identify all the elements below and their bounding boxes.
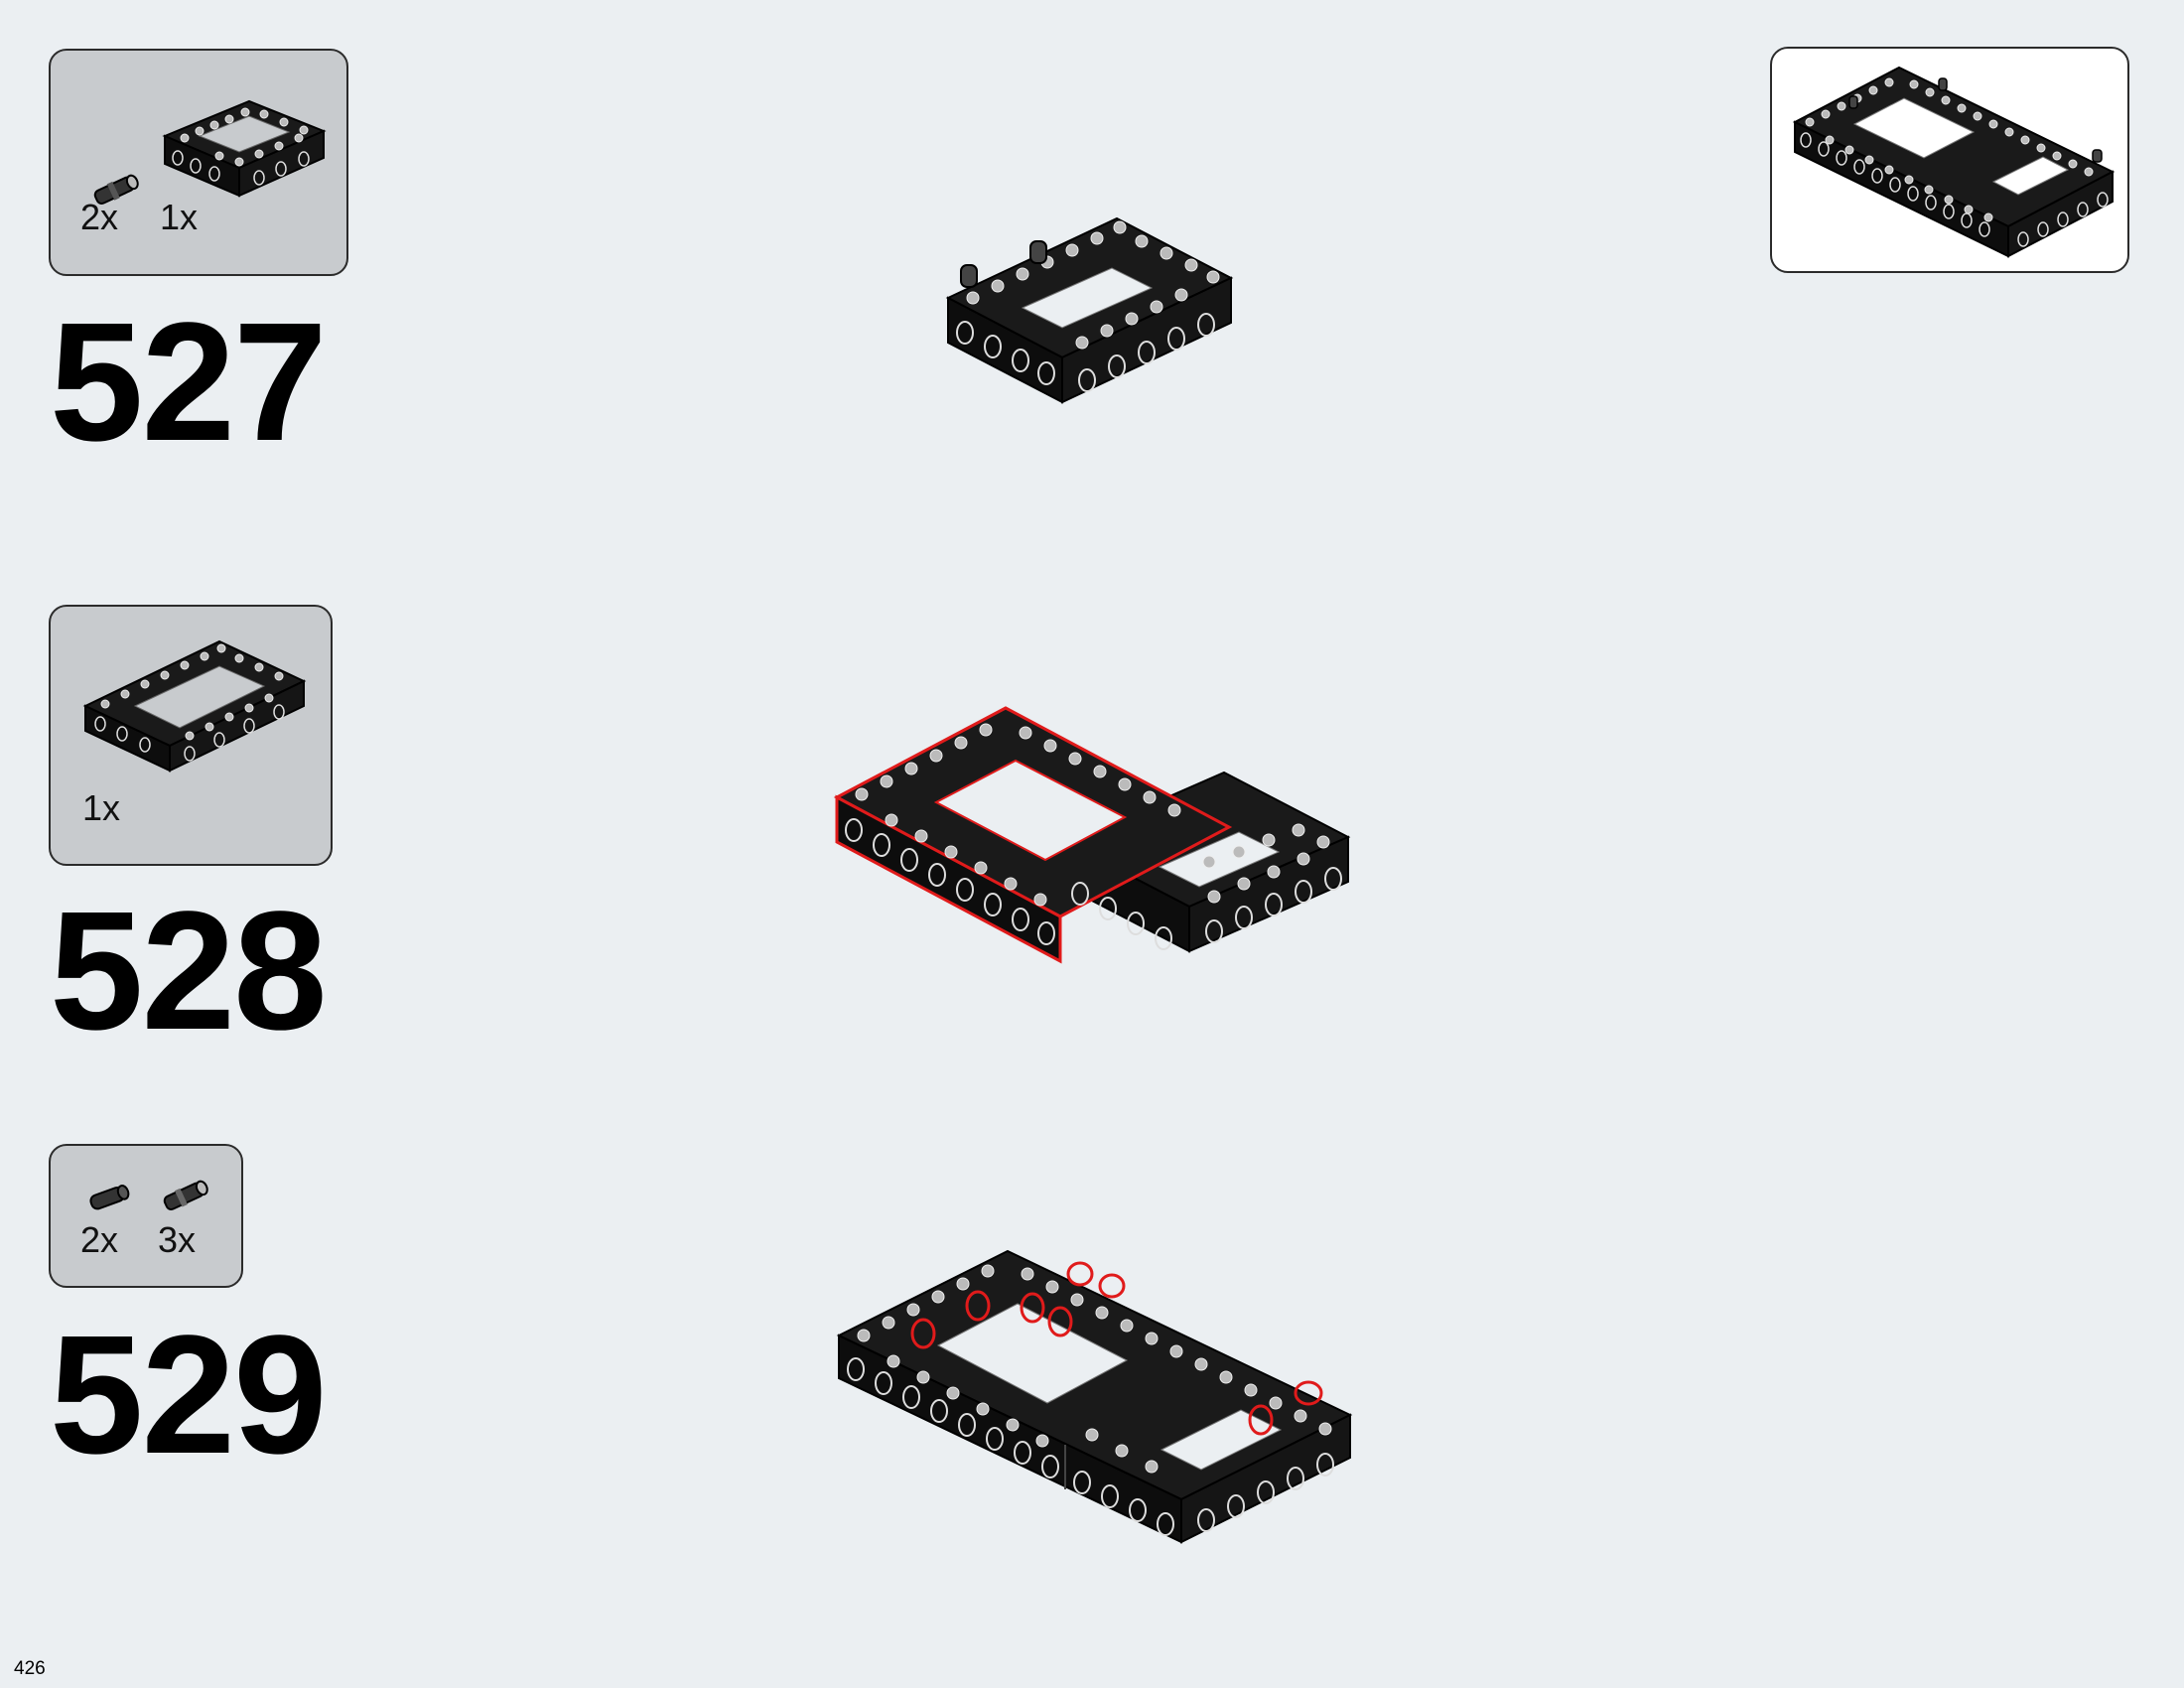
parts-list-528: 1x (49, 605, 333, 866)
technic-frame-large-icon (82, 639, 307, 773)
part-qty: 1x (160, 197, 199, 237)
parts-list-529: 2x 3x (49, 1144, 243, 1288)
step-number: 529 (50, 1301, 328, 1489)
part-qty: 2x (80, 197, 119, 237)
pin-icon (89, 1185, 130, 1210)
parts-list-527: 2x 1x (49, 49, 348, 276)
step-number: 528 (50, 877, 328, 1065)
step-number: 527 (50, 288, 328, 477)
technic-frame-small-icon (162, 99, 327, 198)
axle-pin-icon (163, 1180, 208, 1210)
step-527-assembly (945, 216, 1234, 404)
step-529-assembly (836, 1249, 1353, 1544)
submodel-preview (1770, 47, 2129, 273)
part-qty: 1x (82, 787, 121, 828)
part-qty: 3x (158, 1219, 197, 1260)
part-qty: 2x (80, 1219, 119, 1260)
submodel-preview-image (1792, 66, 2116, 258)
step-528-assembly (833, 706, 1351, 964)
page-number: 426 (14, 1658, 46, 1679)
pin-icon (93, 174, 139, 205)
